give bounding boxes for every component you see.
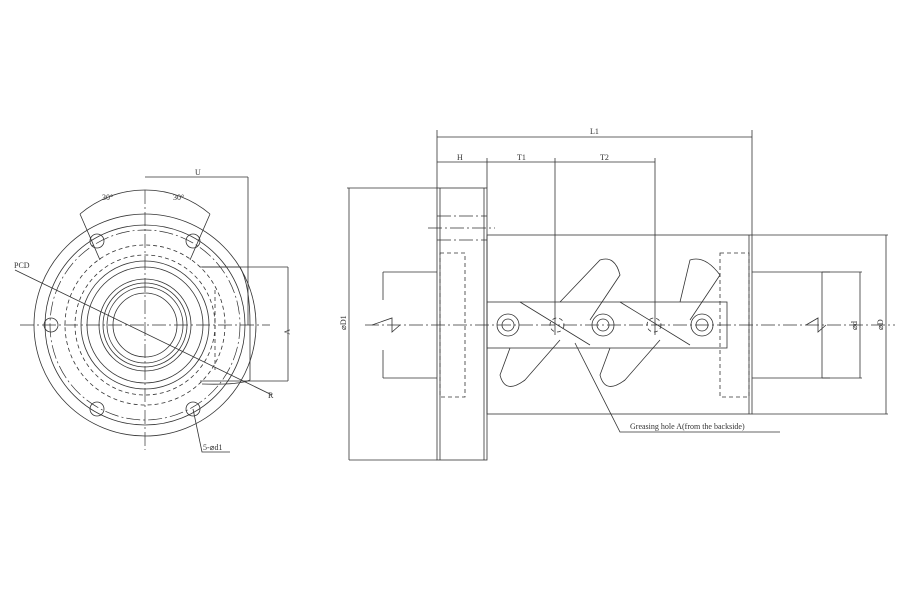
radius-label: R [268, 391, 274, 400]
dim-flange-dia-label: ⌀D1 [339, 315, 348, 330]
holes-label: 5-⌀d1 [203, 443, 222, 452]
dim-body-dia-label: ⌀D [876, 319, 885, 330]
dim-v-label: V [282, 329, 291, 335]
dim-t2-label: T2 [600, 153, 609, 162]
dim-h-label: H [457, 153, 463, 162]
side-view: L1 H T1 T2 ⌀D1 ⌀D ⌀d Greasing hole A(fro… [339, 127, 895, 461]
front-view: U 30° 30° V PCD R 5-⌀d1 [14, 168, 291, 453]
dim-t1-label: T1 [517, 153, 526, 162]
dim-shaft-dia-label: ⌀d [850, 321, 859, 330]
dim-l1-label: L1 [590, 127, 599, 136]
ball-circuits [499, 258, 721, 387]
angle-left-label: 30° [102, 193, 113, 202]
dim-u-label: U [195, 168, 201, 177]
angle-right-label: 30° [173, 193, 184, 202]
greasing-note: Greasing hole A(from the backside) [630, 422, 745, 431]
pcd-label: PCD [14, 261, 30, 270]
